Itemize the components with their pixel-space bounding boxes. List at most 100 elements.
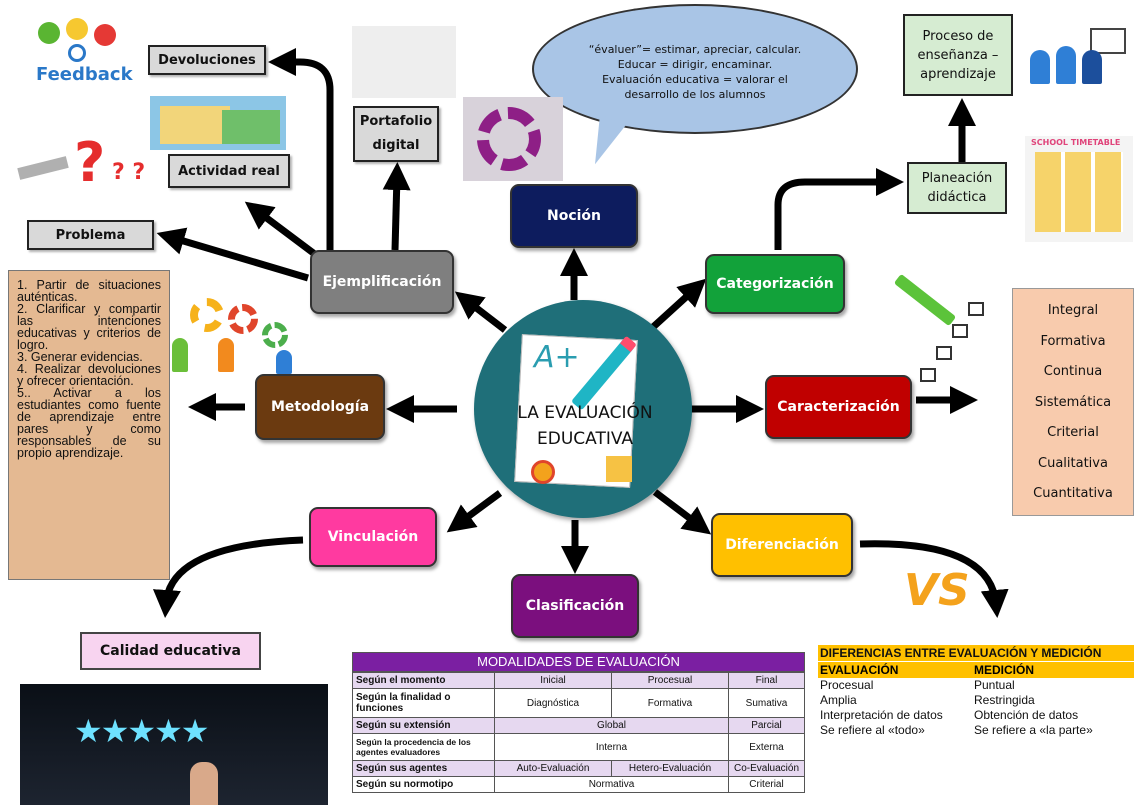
figure-icon: [17, 156, 69, 180]
proceso-line1: Proceso de: [922, 28, 994, 44]
table-cell: Diagnóstica: [494, 688, 612, 718]
center-title-line2: EDUCATIVA: [536, 429, 634, 449]
modalidades-table: Según el momento Inicial Procesual Final…: [352, 672, 805, 793]
portafolio-line1: Portafolio: [359, 114, 433, 129]
planeacion-didactica-box: Planeación didáctica: [907, 162, 1007, 214]
diferencias-cell-evaluacion: Procesual: [820, 678, 874, 692]
diferencias-cell-evaluacion: Amplia: [820, 693, 857, 707]
node-categorizacion[interactable]: Categorización: [705, 254, 845, 314]
metodologia-step: 4. Realizar devoluciones y ofrecer orien…: [17, 362, 161, 388]
hand-icon: [190, 762, 218, 805]
calidad-educativa-box: Calidad educativa: [80, 632, 261, 670]
gears-teamwork-image: [162, 294, 302, 376]
proceso-line3: aprendizaje: [920, 66, 996, 82]
proceso-ensenanza-box: Proceso de enseñanza – aprendizaje: [903, 14, 1013, 96]
proceso-line2: enseñanza –: [917, 47, 999, 63]
checklist-image: [880, 273, 1006, 384]
table-row: Según su extensión Global Parcial: [352, 717, 805, 734]
diferencias-cell-medicion: Obtención de datos: [974, 708, 1079, 722]
feedback-label: Feedback: [36, 64, 133, 85]
emoji-neutral-icon: [66, 18, 88, 40]
timetable-grid: [1035, 152, 1123, 232]
caracteristica-item: Cuantitativa: [1033, 486, 1113, 501]
caracteristica-item: Cualitativa: [1038, 455, 1108, 471]
portafolio-sketch-image: [352, 26, 456, 98]
audiocuentos-cover: [160, 106, 230, 144]
question-mark-icon: ?: [74, 131, 106, 194]
gear-icon: [190, 298, 224, 332]
award-ribbon-icon: [531, 460, 555, 484]
table-cell: Hetero-Evaluación: [611, 760, 729, 777]
node-caracterizacion[interactable]: Caracterización: [765, 375, 912, 439]
table-cell: Según su normotipo: [352, 776, 495, 793]
node-clasificacion[interactable]: Clasificación: [511, 574, 639, 638]
table-cell: Normativa: [494, 776, 729, 793]
node-diferenciacion[interactable]: Diferenciación: [711, 513, 853, 577]
check-box-icon-2: [936, 346, 952, 360]
table-cell: Interna: [494, 733, 729, 761]
person-figure-icon: [172, 338, 188, 372]
table-cell: Según la procedencia de los agentes eval…: [352, 733, 495, 761]
metodologia-step: 1. Partir de situaciones auténticas.: [17, 278, 161, 304]
diferencias-cell-medicion: Restringida: [974, 693, 1035, 707]
table-cell: Según la finalidad o funciones: [352, 688, 495, 718]
paper-corner-icon: [606, 456, 632, 482]
actividad-real-box: Actividad real: [168, 154, 290, 188]
planeacion-line2: didáctica: [927, 190, 987, 205]
nocion-speech-bubble: [532, 4, 858, 134]
center-title-line1: LA EVALUACIÓN: [517, 403, 653, 423]
vs-icon: VS: [904, 565, 970, 616]
caracteristica-item: Criterial: [1047, 425, 1099, 440]
devoluciones-box: Devoluciones: [148, 45, 266, 75]
metodologia-steps-box: 1. Partir de situaciones auténticas. 2. …: [8, 270, 170, 580]
student-figure-icon: [1030, 50, 1050, 84]
check-box-icon: [920, 368, 936, 382]
caracteristica-item: Formativa: [1040, 333, 1106, 349]
school-timetable-image: SCHOOL TIMETABLE: [1025, 136, 1133, 242]
table-cell: Criterial: [728, 776, 805, 793]
table-cell: Inicial: [494, 672, 612, 689]
a-plus-badge: A+: [534, 340, 580, 375]
check-box-icon-3: [952, 324, 968, 338]
metodologia-step: 2. Clarificar y compartir las intencione…: [17, 302, 161, 352]
node-vinculacion[interactable]: Vinculación: [309, 507, 437, 567]
refresh-arrows-icon: [68, 44, 86, 62]
emoji-happy-icon: [38, 22, 60, 44]
metodologia-step: 5.. Activar a los estudiantes como fuent…: [17, 386, 161, 460]
audiocuentos-image: [150, 96, 286, 150]
table-cell: Formativa: [611, 688, 729, 718]
problema-box: Problema: [27, 220, 154, 250]
node-ejemplificacion[interactable]: Ejemplificación: [310, 250, 454, 314]
teacher-students-image: [1020, 20, 1130, 90]
diferencias-table: DIFERENCIAS ENTRE EVALUACIÓN Y MEDICIÓN …: [818, 645, 1134, 738]
timetable-title: SCHOOL TIMETABLE: [1031, 138, 1121, 147]
planeacion-line1: Planeación: [921, 171, 993, 186]
diferencias-row: Procesual Puntual: [818, 678, 1134, 693]
board-icon: [1090, 28, 1126, 54]
diferencias-col-evaluacion: EVALUACIÓN: [820, 663, 899, 677]
node-metodologia[interactable]: Metodología: [255, 374, 385, 440]
table-row: Según la procedencia de los agentes eval…: [352, 733, 805, 761]
caracteristicas-list: Integral Formativa Continua Sistemática …: [1012, 288, 1134, 516]
node-nocion[interactable]: Noción: [510, 184, 638, 248]
table-row: Según el momento Inicial Procesual Final: [352, 672, 805, 689]
rating-stars: ★★★★★: [74, 712, 209, 750]
check-box-icon-4: [968, 302, 984, 316]
table-row: Según la finalidad o funciones Diagnósti…: [352, 688, 805, 718]
table-cell: Sumativa: [728, 688, 805, 718]
diferencias-row: Amplia Restringida: [818, 693, 1134, 708]
diferencias-cell-medicion: Puntual: [974, 678, 1015, 692]
modalidades-title: MODALIDADES DE EVALUACIÓN: [352, 652, 805, 672]
person-figure-icon-2: [218, 338, 234, 372]
diferencias-row: Se refiere al «todo»Se refiere a «la par…: [818, 723, 1134, 738]
small-question-mark-icon: ? ?: [112, 160, 146, 185]
diferencias-cell-evaluacion: Se refiere al «todo»: [820, 723, 925, 737]
student-figure-icon-2: [1056, 46, 1076, 84]
nocion-def-line3: Evaluación educativa = valorar el: [602, 73, 788, 86]
businessman-stars-image: ★★★★★: [20, 684, 328, 805]
gear-icon: [228, 304, 258, 334]
nocion-definition: “évaluer”= estimar, apreciar, calcular. …: [560, 42, 830, 102]
table-cell: Externa: [728, 733, 805, 761]
diferencias-col-medicion: MEDICIÓN: [974, 663, 1034, 677]
